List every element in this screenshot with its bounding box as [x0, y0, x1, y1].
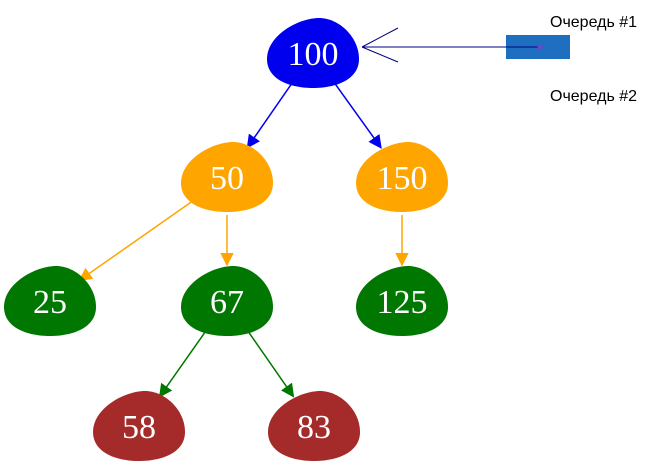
- tree-node-shape: [356, 142, 448, 212]
- tree-node-shape: [4, 266, 96, 336]
- edge-n100-n50: [246, 83, 292, 149]
- tree-node-83: 83: [268, 391, 360, 461]
- tree-node-shape: [93, 391, 185, 461]
- tree-node-150: 150: [356, 142, 448, 212]
- edge-n100-n150: [334, 83, 382, 149]
- tree-node-shape: [181, 142, 273, 212]
- edge-n67-n83: [248, 331, 295, 398]
- tree-node-label: 150: [377, 160, 428, 197]
- pointer-arrow-head-bottom: [361, 46, 399, 63]
- tree-node-label: 58: [122, 409, 156, 446]
- tree-node-100: 100: [267, 18, 359, 88]
- tree-node-label: 67: [210, 284, 244, 321]
- nodes-layer: 100 50 150 25 67 125 58 83: [4, 18, 448, 461]
- tree-node-125: 125: [356, 266, 448, 336]
- queue-label-1: Очередь #1: [550, 14, 638, 31]
- tree-node-25: 25: [4, 266, 96, 336]
- tree-node-58: 58: [93, 391, 185, 461]
- queue-label-2: Очередь #2: [550, 88, 638, 105]
- edge-n50-n25: [78, 198, 197, 282]
- tree-node-shape: [267, 18, 359, 88]
- tree-node-67: 67: [181, 266, 273, 336]
- tree-node-label: 125: [377, 284, 428, 321]
- queue-pointer: [361, 27, 570, 63]
- pointer-arrow-head-top: [361, 27, 399, 48]
- tree-node-shape: [181, 266, 273, 336]
- edges-layer: [78, 83, 409, 398]
- tree-node-label: 83: [297, 409, 331, 446]
- pointer-origin-dot: [537, 44, 543, 50]
- edge-n67-n58: [158, 331, 206, 398]
- tree-node-shape: [356, 266, 448, 336]
- tree-node-label: 25: [33, 284, 67, 321]
- tree-node-label: 50: [210, 160, 244, 197]
- tree-node-label: 100: [288, 36, 339, 73]
- tree-node-shape: [268, 391, 360, 461]
- tree-node-50: 50: [181, 142, 273, 212]
